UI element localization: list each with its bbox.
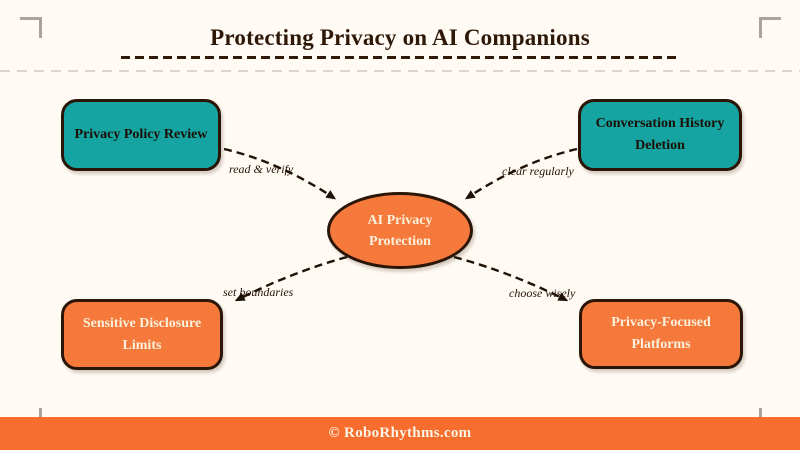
footer-credit: © RoboRhythms.com (328, 425, 472, 441)
page-title: Protecting Privacy on AI Companions (210, 25, 590, 50)
node-conversation-history-deletion: Conversation History Deletion (578, 99, 742, 171)
node-sensitive-disclosure-limits: Sensitive Disclosure Limits (61, 299, 223, 370)
node-ai-privacy-protection: AI Privacy Protection (327, 192, 473, 269)
corner-mark-top-left (20, 17, 42, 38)
node-label: Sensitive Disclosure Limits (82, 315, 202, 353)
dashed-divider (0, 70, 800, 72)
edge-label-choose-wisely: choose wisely (509, 286, 576, 300)
edge-label-clear-regularly: clear regularly (502, 164, 574, 178)
edge-label-read-verify: read & verify (229, 162, 294, 176)
node-label: Privacy Policy Review (74, 127, 208, 143)
center-node-label: AI Privacy Protection (367, 212, 433, 249)
node-privacy-policy-review: Privacy Policy Review (61, 99, 221, 171)
corner-mark-bottom-right (759, 408, 762, 417)
edge-label-set-boundaries: set boundaries (223, 285, 294, 299)
footer-bar: © RoboRhythms.com (0, 417, 800, 450)
title-underline (121, 56, 681, 59)
node-label: Conversation History Deletion (595, 116, 725, 153)
corner-mark-top-right (759, 17, 781, 38)
node-label: Privacy-Focused Platforms (611, 315, 711, 352)
corner-mark-bottom-left (39, 408, 42, 417)
node-privacy-focused-platforms: Privacy-Focused Platforms (579, 299, 743, 369)
